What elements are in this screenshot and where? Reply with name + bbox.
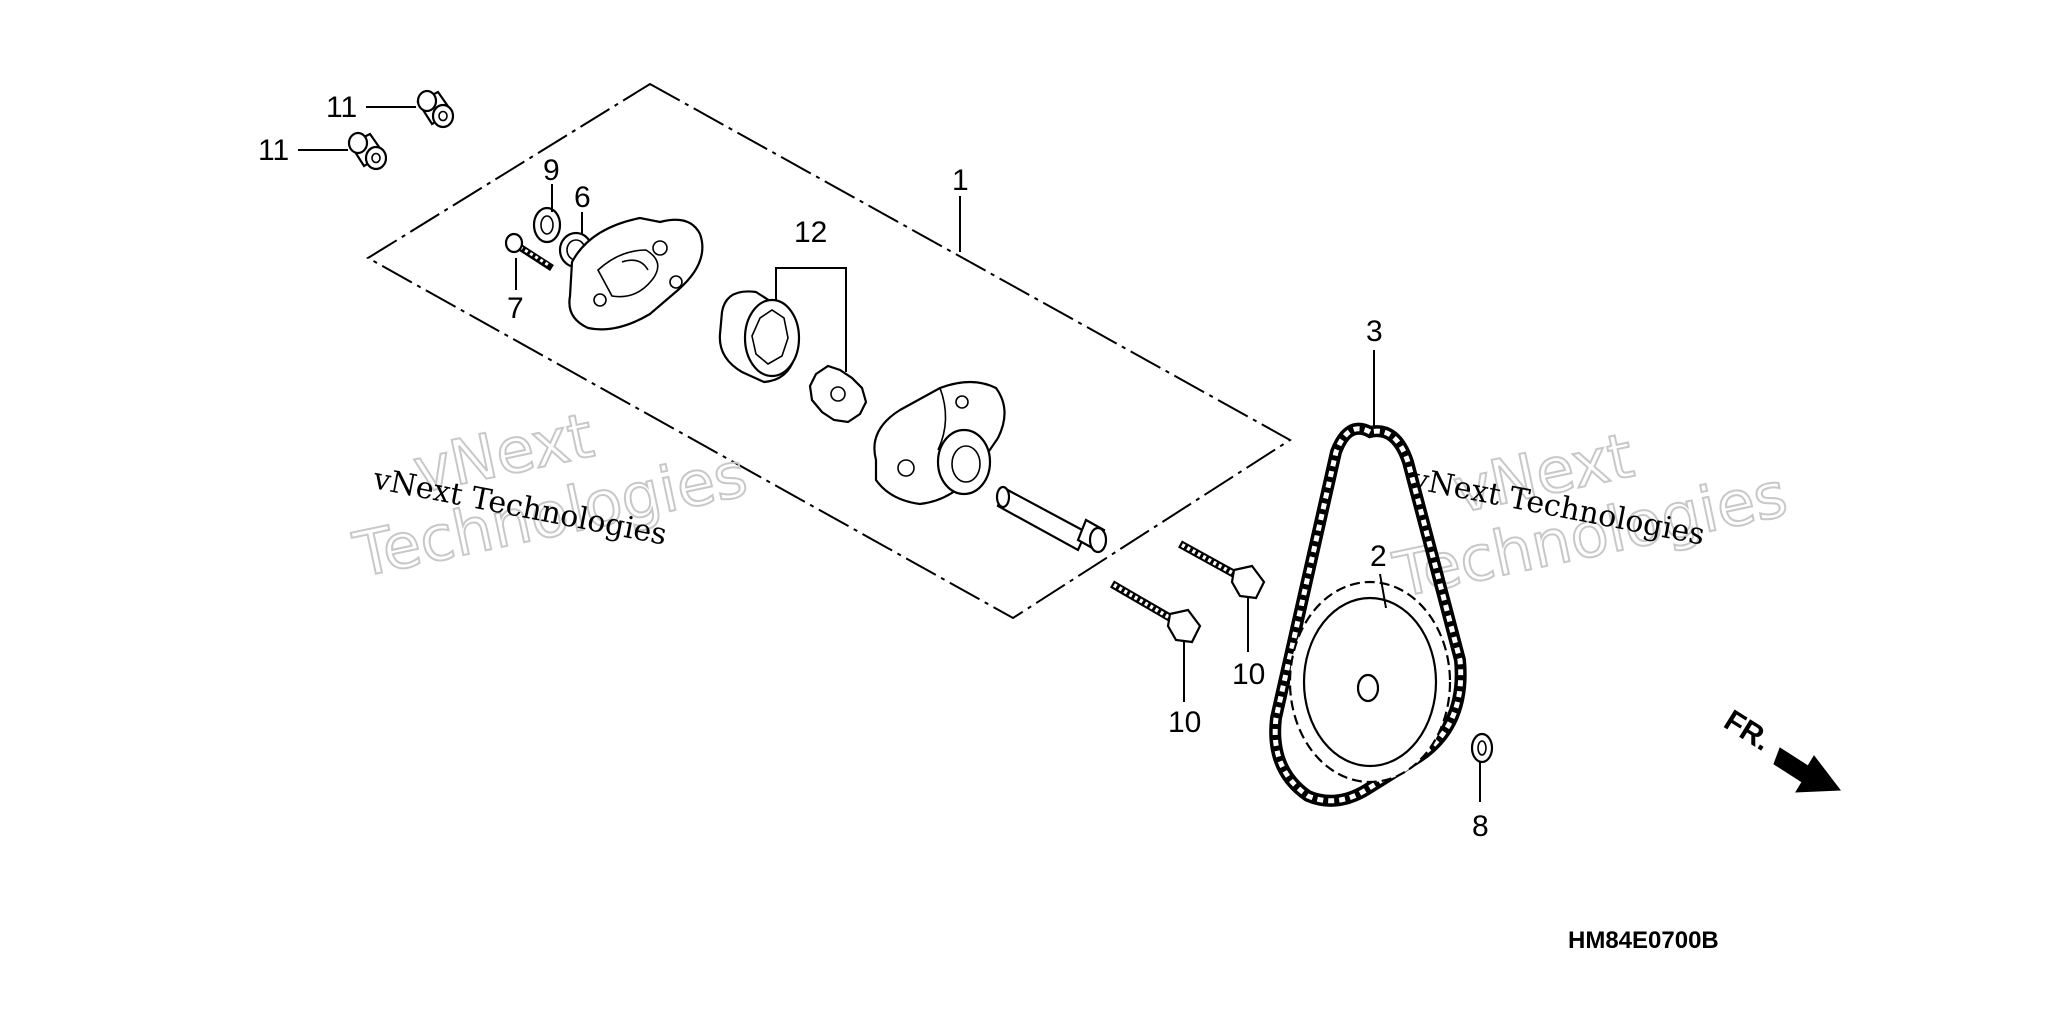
callout-pump-assembly: 1 — [952, 164, 969, 197]
callout-bolt-upper: 10 — [1232, 658, 1265, 691]
outer-rotor — [718, 290, 801, 384]
dowel-pin-lower — [347, 131, 388, 171]
sprocket — [1288, 580, 1452, 784]
drive-chain — [1269, 422, 1467, 807]
callout-dowel-upper: 11 — [326, 91, 357, 124]
pump-cover-plate — [568, 216, 704, 331]
inner-rotor — [808, 364, 868, 424]
snap-ring — [1470, 732, 1494, 764]
pump-body — [873, 380, 1006, 506]
lock-washer — [532, 206, 562, 244]
callout-bolt-lower: 10 — [1168, 706, 1201, 739]
callout-dowel-lower: 11 — [258, 134, 289, 167]
callout-o-ring: 6 — [574, 181, 591, 214]
front-direction-marker: FR. — [1718, 704, 1841, 793]
callout-washer: 9 — [543, 154, 560, 187]
flange-bolt-upper — [1178, 540, 1266, 600]
pump-screw — [504, 232, 554, 271]
callout-snap-ring: 8 — [1472, 810, 1489, 843]
front-label: FR. — [1718, 704, 1776, 758]
front-arrow-icon — [1773, 747, 1841, 793]
callout-rotor-set: 12 — [794, 216, 827, 249]
dowel-pin-upper — [416, 89, 455, 129]
flange-bolt-lower — [1109, 580, 1202, 644]
diagram-code: HM84E0700B — [1568, 927, 1719, 954]
callout-chain: 3 — [1366, 315, 1383, 348]
pump-shaft — [995, 485, 1108, 554]
callout-screw: 7 — [507, 292, 524, 325]
callouts: 11 11 9 6 7 12 1 3 2 10 10 8 — [258, 91, 1489, 843]
leader-lines — [298, 106, 1481, 802]
callout-sprocket: 2 — [1370, 540, 1387, 573]
oil-pump-assembly-outline — [366, 82, 1292, 620]
